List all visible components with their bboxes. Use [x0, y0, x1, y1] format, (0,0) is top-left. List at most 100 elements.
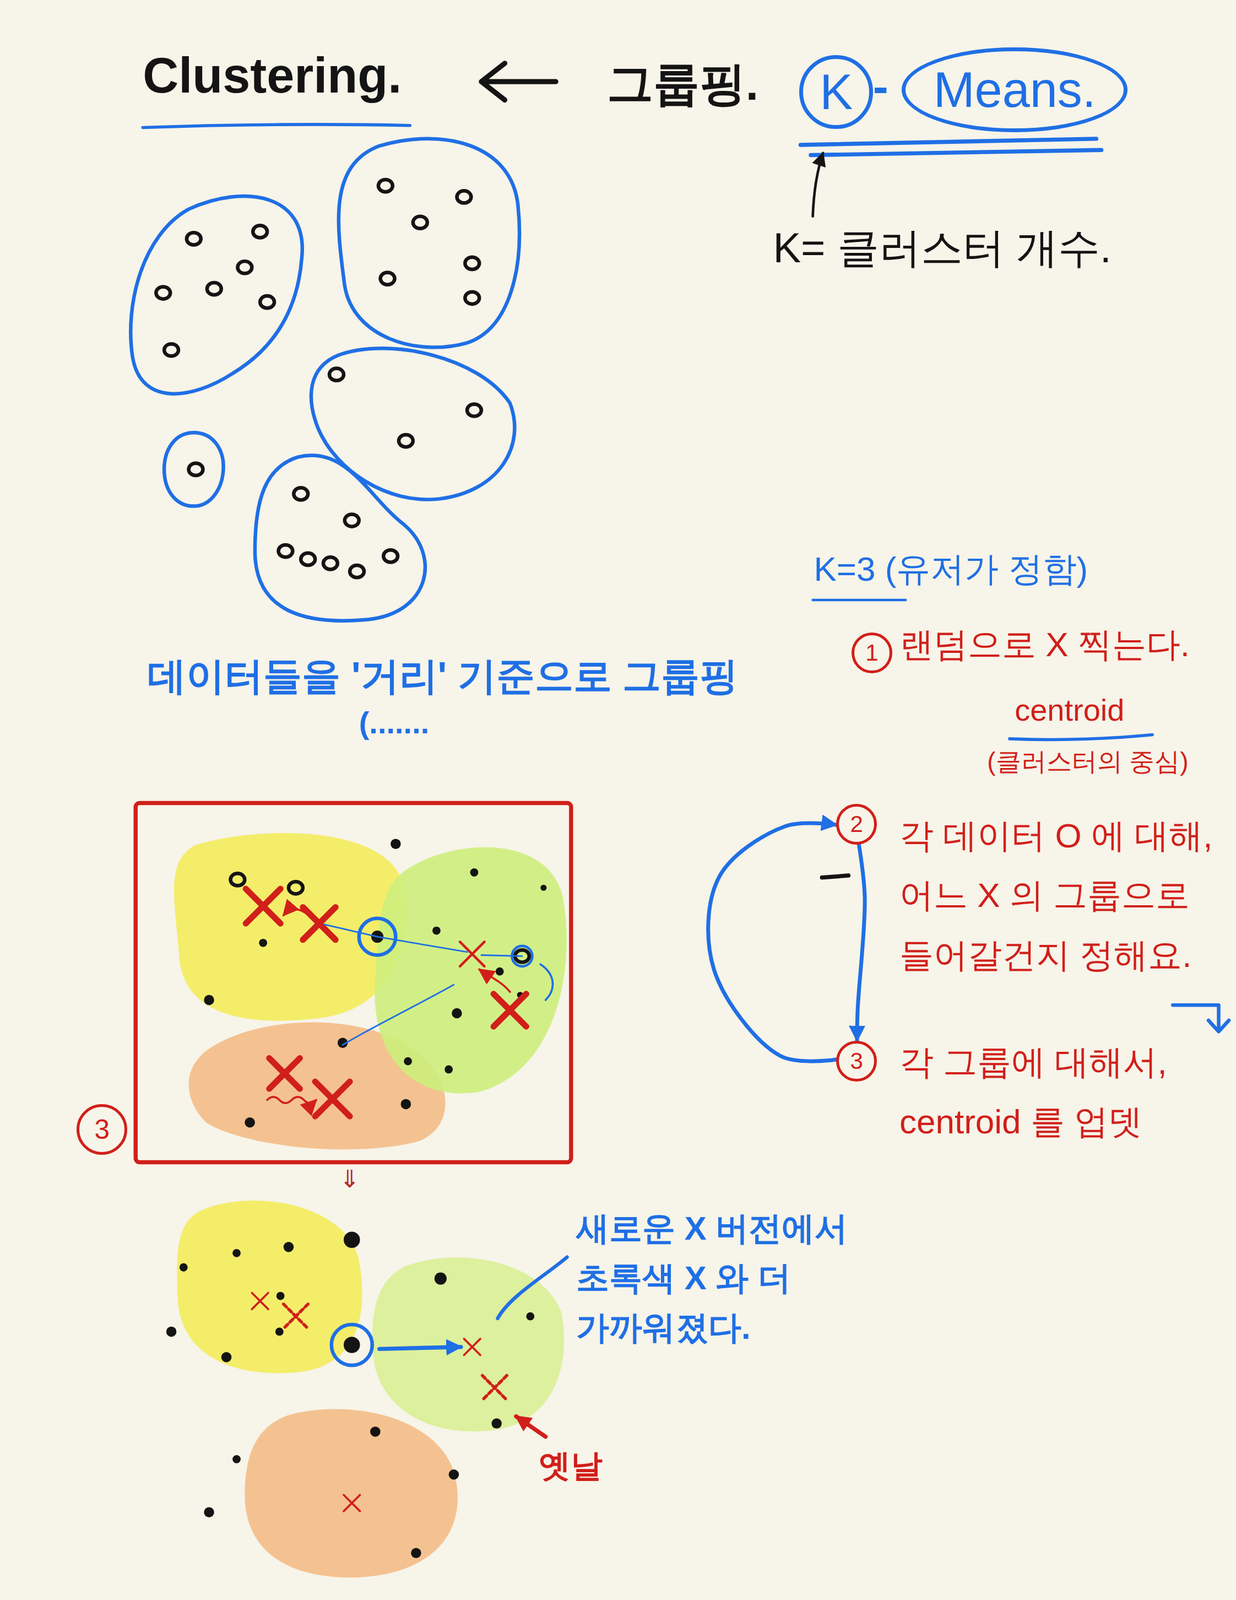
data-point — [526, 1312, 535, 1321]
name-oval: Means. — [901, 47, 1127, 133]
data-point — [323, 556, 338, 569]
data-point — [203, 994, 215, 1006]
data-point — [244, 1117, 256, 1128]
data-point — [275, 1327, 284, 1336]
data-point — [288, 881, 303, 894]
data-point — [329, 368, 344, 381]
flow-arrow — [857, 844, 865, 1041]
step-text: 랜덤으로 X 찍는다. — [899, 624, 1190, 665]
data-point — [398, 434, 414, 447]
data-point — [383, 549, 398, 562]
old-centroid-note: 옛날 — [538, 1445, 603, 1485]
title-underline — [142, 124, 410, 128]
step-number: 2 — [836, 803, 877, 845]
centroid-mark — [269, 1058, 301, 1089]
data-point — [293, 487, 308, 500]
data-point — [207, 282, 222, 295]
green-cluster — [374, 847, 567, 1094]
data-point — [344, 513, 360, 527]
distance-line — [481, 955, 523, 957]
leader-arrow — [516, 1416, 546, 1437]
data-point — [448, 1468, 460, 1480]
data-point — [378, 179, 393, 192]
data-point — [390, 838, 401, 849]
step-number: 3 — [76, 1103, 128, 1155]
data-point — [432, 926, 441, 935]
node-text: Means. — [933, 64, 1097, 115]
term-underline — [1009, 734, 1153, 740]
data-point — [464, 257, 480, 270]
data-point — [179, 1262, 188, 1272]
data-point — [164, 343, 179, 356]
step-number: 3 — [836, 1040, 877, 1082]
cluster-outline — [255, 454, 426, 621]
data-point — [434, 1271, 447, 1284]
data-point — [451, 1007, 463, 1019]
data-point — [456, 190, 471, 203]
name-hyphen: - — [873, 58, 889, 115]
data-point — [410, 1547, 422, 1559]
node-text: 2 — [850, 812, 864, 836]
yellow-cluster — [176, 1200, 362, 1373]
node-text: 3 — [94, 1115, 110, 1143]
data-point — [230, 873, 245, 886]
cluster-outline — [130, 196, 303, 394]
data-point — [470, 868, 479, 877]
dash-mark — [821, 875, 849, 878]
observation-note: 새로운 X 버전에서 초록색 X 와 더 가까워졌다. — [576, 1203, 907, 1353]
centroid-mark — [245, 888, 281, 924]
centroid-mark — [315, 1081, 350, 1116]
step-number: 1 — [851, 632, 893, 674]
leader-line — [497, 1256, 568, 1319]
down-arrow-symbol: ⇓ — [339, 1164, 361, 1194]
term-underline — [812, 598, 906, 602]
data-point — [464, 291, 480, 305]
data-point — [370, 1426, 381, 1437]
data-point — [166, 1326, 177, 1337]
data-point — [400, 1098, 412, 1110]
data-point — [349, 565, 365, 578]
centroid-mark — [251, 1292, 269, 1310]
data-point — [495, 967, 504, 976]
hook-mark — [540, 963, 553, 1000]
data-point — [232, 1454, 241, 1463]
distance-line — [324, 924, 378, 937]
page-title: Clustering. — [142, 45, 402, 106]
bracket-arrow — [1172, 1004, 1229, 1032]
ellipsis-note: (....... — [359, 703, 430, 741]
centroid-mark — [283, 1303, 308, 1328]
definition-note: K= 클러스터 개수. — [772, 222, 1111, 273]
data-point — [221, 1351, 232, 1363]
summary-note: 데이터들을 '거리' 기준으로 그룹핑 — [147, 652, 739, 699]
flow-arrow — [708, 822, 837, 1061]
centroid-mark — [302, 906, 336, 940]
term-gloss: (클러스터의 중심) — [987, 746, 1189, 777]
data-point — [258, 938, 268, 947]
data-point — [276, 1291, 285, 1300]
data-point — [300, 553, 316, 566]
cluster-outline — [338, 138, 520, 348]
step-text: 각 데이터 O 에 대해, 어느 X 의 그룹으로 들어갈건지 정해요. — [899, 805, 1236, 986]
parameter-note: K=3 (유저가 정함) — [813, 548, 1088, 590]
node-text: K — [819, 67, 853, 117]
orange-cluster — [244, 1408, 458, 1578]
centroid-mark — [482, 1375, 507, 1400]
left-arrow — [481, 63, 556, 101]
distance-line — [342, 984, 454, 1045]
highlight-ring — [331, 1324, 373, 1365]
data-point — [186, 232, 202, 245]
centroid-mark — [343, 1494, 361, 1511]
data-point — [283, 1241, 295, 1252]
node-text: 1 — [865, 641, 878, 665]
pointer-arrow — [812, 153, 824, 217]
data-point — [403, 1056, 412, 1066]
cluster-outline — [311, 348, 515, 500]
data-point — [252, 225, 268, 238]
data-point — [203, 1506, 215, 1517]
translation-note: 그룹핑. — [606, 56, 759, 112]
yellow-cluster — [174, 832, 406, 1021]
circled-letter: K — [799, 55, 874, 129]
data-point — [155, 286, 171, 299]
data-point — [540, 884, 547, 891]
